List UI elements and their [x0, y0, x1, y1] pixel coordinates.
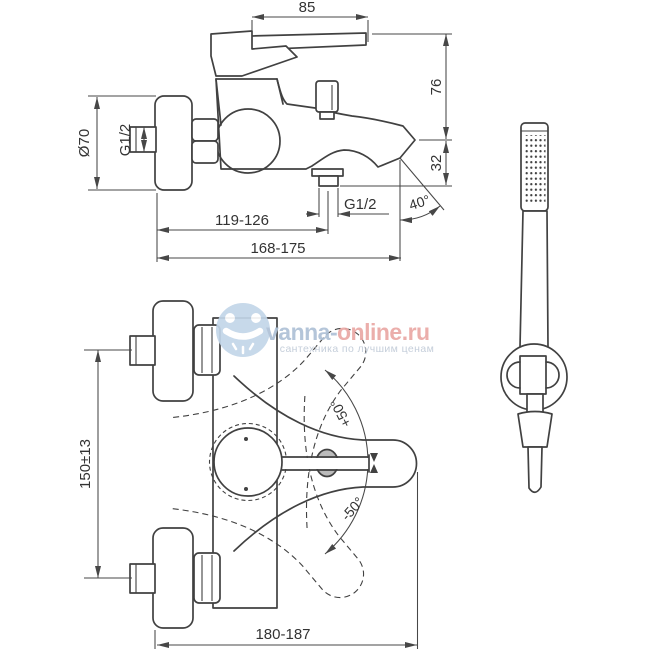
mixer-body-spout [215, 78, 416, 170]
side-view-drawing: 85 76 32 Ø70 G1/2 [76, 0, 452, 262]
svg-text:G1/2: G1/2 [344, 196, 377, 213]
holder-bracket [519, 355, 547, 395]
shower-handle [519, 210, 549, 348]
watermark-tagline: сантехника по лучшим ценам [280, 343, 434, 355]
shower-outlet-stub [318, 175, 339, 187]
wall-flange-side [154, 95, 193, 191]
svg-text:Ø70: Ø70 [76, 129, 93, 157]
dim-tip-drop: 32 [340, 141, 452, 187]
lever-wedge-side [210, 30, 298, 77]
svg-text:76: 76 [428, 79, 445, 96]
svg-text:32: 32 [428, 155, 445, 172]
spray-nozzles [524, 135, 546, 205]
watermark-brand-red: online.ru [337, 319, 430, 345]
inlet-pipe-top [129, 335, 156, 366]
dim-inlet-thread: G1/2 [117, 124, 147, 157]
shower-outlet-flange [311, 168, 344, 177]
svg-text:150±13: 150±13 [77, 439, 94, 489]
watermark: vanna- online.ru сантехника по лучшим це… [216, 303, 434, 357]
dim-height-to-lever: 76 [372, 33, 452, 141]
watermark-brand-blue: vanna- [266, 319, 337, 345]
diverter-knob [315, 80, 339, 113]
inlet-pipe-bottom [129, 563, 156, 594]
dim-wall-to-spout-tip: 168-175 [157, 240, 401, 261]
dim-flange-diameter: Ø70 [76, 95, 156, 191]
label-swing-up: +50° [327, 397, 355, 430]
svg-text:168-175: 168-175 [250, 240, 305, 257]
svg-text:40°: 40° [407, 191, 432, 213]
svg-text:G1/2: G1/2 [117, 124, 134, 157]
union-nut-side [191, 140, 219, 164]
dim-lever-length: 85 [251, 0, 369, 42]
dim-spout-angle: 40° [399, 157, 445, 261]
dim-inlet-spacing: 150±13 [77, 349, 132, 579]
union-nut-bottom [193, 552, 221, 604]
bar-thickness-marks [370, 453, 378, 473]
hose-cone-nut [517, 410, 553, 448]
svg-text:180-187: 180-187 [255, 626, 310, 643]
dim-overall-width: 180-187 [154, 472, 419, 649]
union-nut-top [193, 324, 221, 376]
wall-flange-top [152, 300, 194, 402]
lever-bar-front [281, 454, 370, 473]
svg-text:119-126: 119-126 [215, 212, 269, 229]
cartridge-circle-front [213, 427, 283, 497]
wall-flange-bottom [152, 527, 194, 629]
svg-text:85: 85 [299, 0, 316, 16]
hand-shower-drawing [500, 122, 568, 494]
dim-wall-to-outlet: 119-126 [156, 191, 329, 262]
dim-outlet-thread: G1/2 [306, 188, 389, 217]
hose-end [527, 446, 543, 494]
union-nut-side [191, 118, 219, 142]
front-view-drawing: +50° -50° 150±13 180-187 [77, 277, 426, 649]
